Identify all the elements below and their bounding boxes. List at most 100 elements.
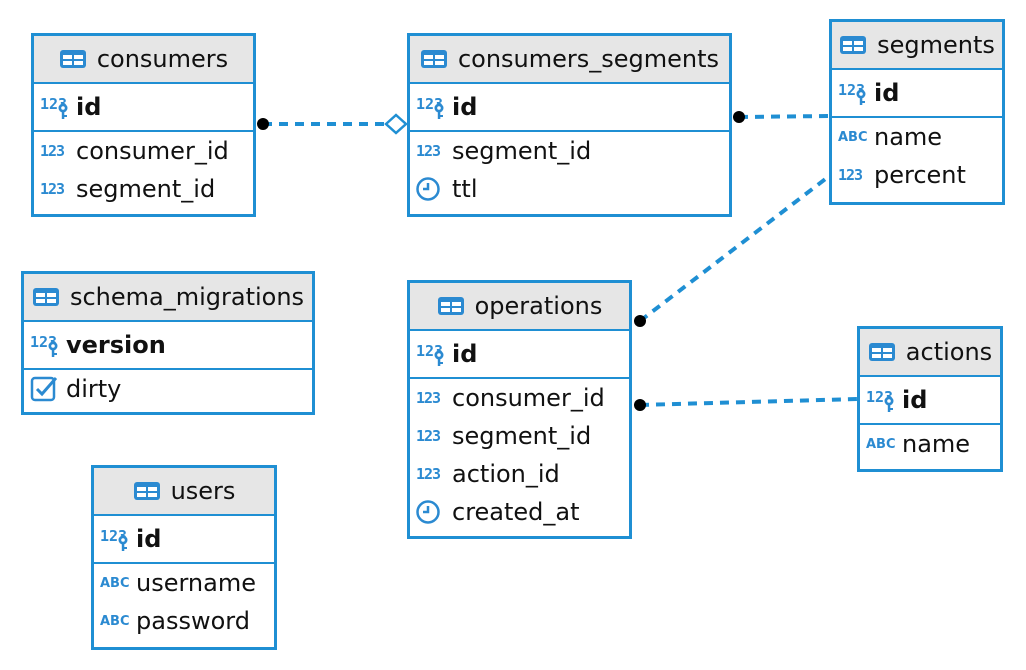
table-users[interactable]: users 123 id ABC username ABC password [91,465,277,650]
key-number-icon: 123 [100,527,134,551]
column-name: id [452,93,478,121]
column-row[interactable]: dirty [24,370,312,408]
table-icon [420,47,450,71]
table-icon [437,294,467,318]
column-row[interactable]: ABC password [94,602,274,640]
table-segments[interactable]: segments 123 id ABC name 123 percent [829,19,1005,205]
key-number-icon: 123 [416,342,450,366]
table-consumers-segments[interactable]: consumers_segments 123 id 123 segment_id… [407,33,732,217]
column-name: consumer_id [76,137,229,165]
column-row[interactable]: 123 consumer_id [410,379,629,417]
relation-end-diamond [384,113,408,135]
column-name: action_id [452,460,560,488]
table-header[interactable]: actions [860,329,1000,377]
table-header[interactable]: consumers_segments [410,36,729,84]
column-name: consumer_id [452,384,605,412]
text-icon: ABC [100,613,130,629]
column-name: name [902,430,971,458]
table-title: users [170,477,236,505]
table-header[interactable]: consumers [34,36,253,84]
number-icon: 123 [416,389,441,407]
column-name: percent [874,161,966,189]
number-icon: 123 [838,166,863,184]
column-name: dirty [66,375,122,403]
text-icon: ABC [838,129,868,145]
table-header[interactable]: segments [832,22,1002,70]
text-icon: ABC [866,436,896,452]
clock-icon [416,500,450,524]
relation-consumers-segments-segments [738,114,831,119]
column-name: segment_id [452,422,592,450]
key-number-icon: 123 [40,95,74,119]
table-consumers[interactable]: consumers 123 id 123 consumer_id 123 seg… [31,33,256,217]
key-number-icon: 123 [866,388,900,412]
relation-operations-actions [639,397,859,407]
column-row[interactable]: 123 action_id [410,455,629,493]
table-schema-migrations[interactable]: schema_migrations 123 version dirty [21,271,315,415]
number-icon: 123 [416,142,441,160]
number-icon: 123 [416,427,441,445]
number-icon: 123 [40,180,65,198]
pk-column-row[interactable]: 123 id [410,331,629,377]
column-name: ttl [452,175,478,203]
relation-operations-segments [638,175,830,323]
table-title: schema_migrations [69,283,305,311]
clock-icon [416,177,450,201]
table-title: consumers [96,45,229,73]
column-name: segment_id [76,175,216,203]
table-title: segments [877,31,995,59]
checkbox-icon [30,376,64,402]
table-header[interactable]: schema_migrations [24,274,312,322]
table-icon [133,479,163,503]
column-name: id [76,93,102,121]
table-icon [839,33,869,57]
table-title: actions [905,338,993,366]
column-name: created_at [452,498,580,526]
column-name: id [902,386,928,414]
table-title: operations [474,292,603,320]
table-title: consumers_segments [457,45,720,73]
table-header[interactable]: users [94,468,274,516]
column-name: version [66,331,166,359]
table-icon [32,285,62,309]
table-icon [868,340,898,364]
relation-end-dot [634,399,646,411]
pk-column-row[interactable]: 123 id [832,70,1002,116]
column-row[interactable]: created_at [410,493,629,531]
pk-column-row[interactable]: 123 id [410,84,729,130]
key-number-icon: 123 [416,95,450,119]
column-name: username [136,569,256,597]
column-name: name [874,123,943,151]
key-number-icon: 123 [30,333,64,357]
column-name: password [136,607,250,635]
column-row[interactable]: ABC name [860,425,1000,463]
column-row[interactable]: 123 consumer_id [34,132,253,170]
relation-end-dot [257,118,269,130]
pk-column-row[interactable]: 123 version [24,322,312,368]
relation-end-dot [733,111,745,123]
text-icon: ABC [100,575,130,591]
pk-column-row[interactable]: 123 id [94,516,274,562]
table-operations[interactable]: operations 123 id 123 consumer_id 123 se… [407,280,632,539]
table-header[interactable]: operations [410,283,629,331]
number-icon: 123 [40,142,65,160]
column-row[interactable]: 123 segment_id [410,417,629,455]
column-row[interactable]: 123 segment_id [34,170,253,208]
column-row[interactable]: ABC name [832,118,1002,156]
pk-column-row[interactable]: 123 id [34,84,253,130]
relation-end-dot [634,315,646,327]
column-row[interactable]: 123 percent [832,156,1002,194]
column-name: id [874,79,900,107]
column-row[interactable]: ABC username [94,564,274,602]
number-icon: 123 [416,465,441,483]
column-name: id [136,525,162,553]
table-icon [59,47,89,71]
column-row[interactable]: 123 segment_id [410,132,729,170]
column-name: id [452,340,478,368]
column-row[interactable]: ttl [410,170,729,208]
pk-column-row[interactable]: 123 id [860,377,1000,423]
key-number-icon: 123 [838,81,872,105]
table-actions[interactable]: actions 123 id ABC name [857,326,1003,472]
column-name: segment_id [452,137,592,165]
